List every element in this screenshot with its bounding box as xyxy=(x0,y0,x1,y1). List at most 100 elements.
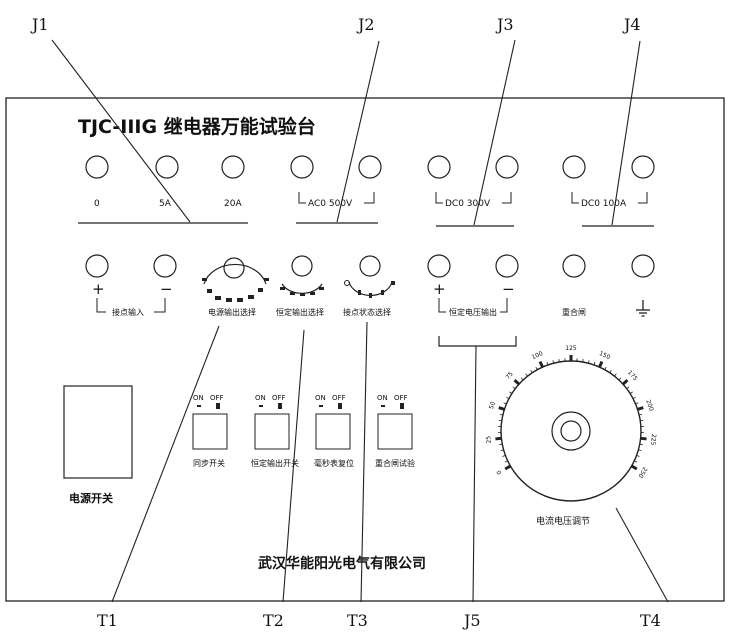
dial-major-tick xyxy=(504,464,512,471)
callout-j2: J2 xyxy=(356,15,375,34)
leader-j4 xyxy=(611,40,641,226)
svg-text:ON: ON xyxy=(255,394,266,402)
dial-minor-tick xyxy=(504,460,508,463)
selector-tick xyxy=(202,278,207,281)
switch-reclose-test: ON OFF 重合闸试验 xyxy=(375,394,415,468)
const-voltage-plus-sign: + xyxy=(433,280,446,298)
power-output-knob xyxy=(223,257,245,279)
dial-tick-label: 225 xyxy=(649,434,657,446)
dial-minor-tick xyxy=(503,402,507,405)
label-sync-switch: 同步开关 xyxy=(193,458,225,468)
bracket-contact-input xyxy=(96,298,166,313)
bracket-dc-a xyxy=(571,192,648,204)
dial-minor-tick xyxy=(512,386,516,389)
bracket-dc-v xyxy=(435,192,512,204)
dial-tick-label: 150 xyxy=(598,350,611,361)
dial-minor-tick xyxy=(634,460,638,463)
const-voltage-plus-terminal xyxy=(427,254,451,278)
dial-tick-label: 200 xyxy=(644,399,654,412)
dial-tick-label: 75 xyxy=(505,370,515,380)
selector-tick xyxy=(369,293,372,298)
leader-j5 xyxy=(472,345,477,603)
dial-major-tick xyxy=(495,436,502,441)
switch-sync: ON OFF 同步开关 xyxy=(192,394,228,468)
svg-text:OFF: OFF xyxy=(272,394,286,402)
reclose-terminal xyxy=(562,254,586,278)
dial-minor-tick xyxy=(558,358,560,363)
terminal-20a xyxy=(221,155,245,179)
panel-title: TJC-IIIG 继电器万能试验台 xyxy=(78,115,316,138)
dial-minor-tick xyxy=(629,391,633,394)
selector-tick xyxy=(319,287,324,290)
contact-input-plus-terminal xyxy=(85,254,109,278)
svg-text:OFF: OFF xyxy=(332,394,346,402)
callout-j5: J5 xyxy=(462,611,481,630)
dial-minor-tick xyxy=(639,443,643,446)
dial-minor-tick xyxy=(499,413,503,416)
selector-tick xyxy=(358,290,361,295)
label-contact-input: 接点输入 xyxy=(112,307,144,317)
switch-ms-meter-reset: ON OFF 毫秒表复位 xyxy=(314,394,354,468)
label-power-switch: 电源开关 xyxy=(69,491,113,505)
selector-tick xyxy=(207,289,212,293)
selector-tick xyxy=(300,293,305,296)
contact-input-minus-sign: − xyxy=(160,280,173,298)
bracket-const-voltage xyxy=(438,298,508,313)
dial-minor-tick xyxy=(499,443,503,446)
selector-tick xyxy=(264,278,269,281)
const-output-knob xyxy=(291,255,313,277)
label-5a: 5A xyxy=(159,199,172,209)
power-output-selector-arc xyxy=(203,263,267,285)
leader-t1 xyxy=(111,325,220,603)
dial-tick-label: 250 xyxy=(636,466,648,480)
leader-j3 xyxy=(473,39,516,226)
selector-tick xyxy=(290,292,295,295)
selector-tick xyxy=(226,298,232,302)
terminal-dc-a-2 xyxy=(631,155,655,179)
dial-minor-tick xyxy=(626,386,630,389)
label-reclose-test: 重合闸试验 xyxy=(375,458,415,468)
svg-text:OFF: OFF xyxy=(210,394,224,402)
svg-text:OFF: OFF xyxy=(394,394,408,402)
contact-input-minus-terminal xyxy=(153,254,177,278)
dial-minor-tick xyxy=(636,455,640,457)
terminal-dc-v-1 xyxy=(427,155,451,179)
dial-tick-label: 0 xyxy=(495,469,503,476)
label-ac-range: AC0 500V xyxy=(308,199,353,209)
selector-tick xyxy=(310,292,315,295)
dial-tick-label: 100 xyxy=(531,350,544,361)
selector-tick xyxy=(248,295,254,299)
dial-major-tick xyxy=(630,464,638,471)
label-const-output-select: 恒定输出选择 xyxy=(276,307,324,317)
terminal-5a xyxy=(155,155,179,179)
selector-tick xyxy=(237,298,243,302)
callout-j4: J4 xyxy=(622,15,641,34)
label-ms-meter-reset: 毫秒表复位 xyxy=(314,458,354,468)
dial-major-tick xyxy=(637,406,644,411)
svg-text:ON: ON xyxy=(377,394,388,402)
callout-t4: T4 xyxy=(640,611,661,630)
dial-hub-inner xyxy=(560,420,582,442)
terminal-0 xyxy=(85,155,109,179)
selector-tick xyxy=(391,281,395,285)
selector-tick xyxy=(381,290,384,295)
dial-minor-tick xyxy=(546,361,549,366)
dial-minor-tick xyxy=(618,377,622,381)
label-reclose: 重合闸 xyxy=(562,307,586,317)
callout-j1: J1 xyxy=(30,15,49,34)
dial-minor-tick xyxy=(552,360,554,364)
dial-major-tick xyxy=(598,360,604,368)
dial-tick-label: 125 xyxy=(565,345,577,352)
label-const-output-switch: 恒定输出开关 xyxy=(251,458,299,468)
callout-j3: J3 xyxy=(495,15,514,34)
selector-tick xyxy=(215,296,221,300)
dial-major-tick xyxy=(498,406,505,411)
dial-minor-tick xyxy=(588,360,590,364)
front-panel xyxy=(5,97,725,602)
label-0: 0 xyxy=(94,199,100,209)
svg-text:ON: ON xyxy=(315,394,326,402)
label-dc-range: DC0 300V xyxy=(445,199,491,209)
dial-minor-tick xyxy=(639,413,643,416)
